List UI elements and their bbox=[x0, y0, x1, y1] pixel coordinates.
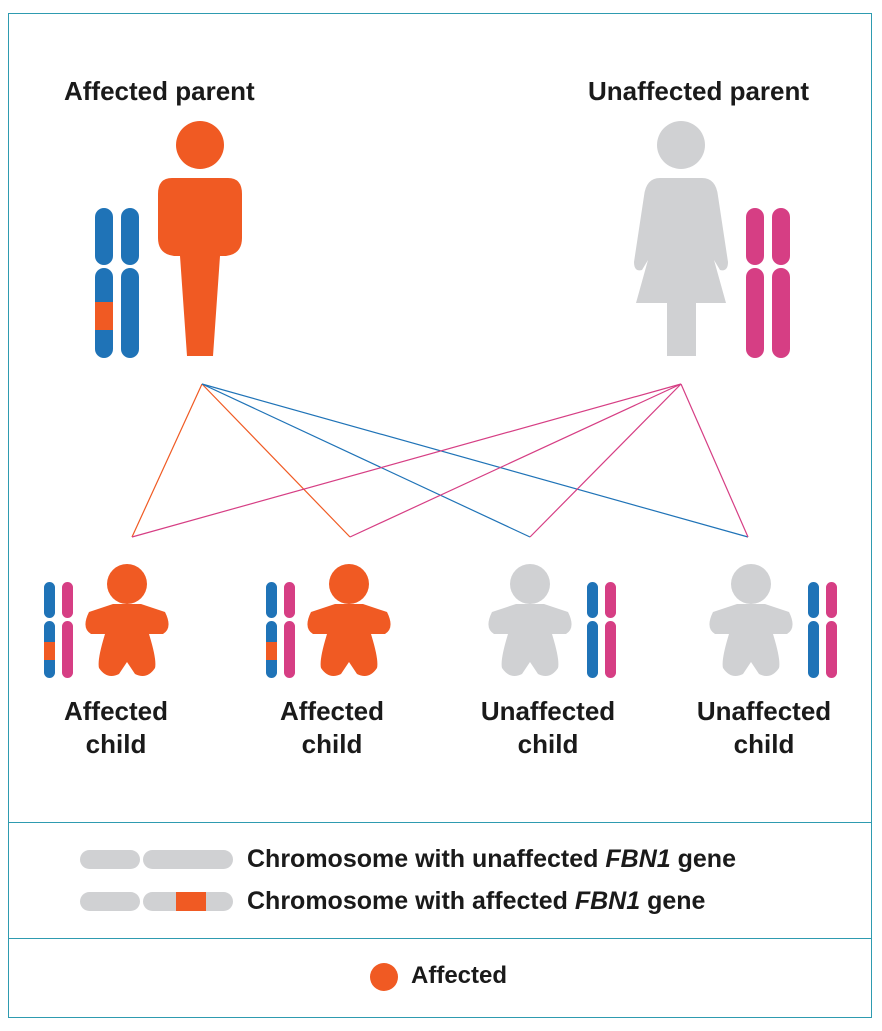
legend-unaffected-suffix: gene bbox=[670, 845, 736, 873]
affected-gene-marker bbox=[44, 642, 55, 660]
legend-divider-bottom bbox=[8, 938, 872, 939]
legend-affected-gene: FBN1 bbox=[574, 887, 641, 915]
affected-gene-marker bbox=[176, 892, 206, 911]
line-mother-child4 bbox=[680, 383, 749, 538]
child1-label-line2: child bbox=[85, 729, 147, 759]
legend-affected-suffix: gene bbox=[640, 887, 706, 915]
unaffected-parent-title: Unaffected parent bbox=[588, 76, 810, 106]
legend-unaffected-text: Chromosome with unaffected FBN1 gene bbox=[247, 845, 736, 874]
child-icon bbox=[488, 564, 572, 676]
affected-marker-icon bbox=[370, 963, 398, 991]
legend-divider-top bbox=[8, 822, 872, 823]
legend-affected-text: Chromosome with affected FBN1 gene bbox=[247, 887, 705, 916]
man-icon bbox=[158, 121, 242, 356]
child1-label-line1: Affected bbox=[63, 696, 168, 726]
line-affected-allele-child1 bbox=[131, 383, 203, 538]
legend-unaffected-chromosome bbox=[80, 850, 233, 869]
child-icon bbox=[709, 564, 793, 676]
child2-figure bbox=[266, 564, 391, 678]
child4-label-line2: child bbox=[733, 729, 795, 759]
affected-marker-label: Affected bbox=[411, 962, 508, 989]
child3-label: Unaffected child bbox=[453, 695, 643, 761]
child3-chromosome-pair bbox=[587, 582, 616, 678]
child2-chromosome-pair bbox=[266, 582, 295, 678]
child1-figure bbox=[44, 564, 169, 678]
child4-label-line1: Unaffected bbox=[696, 696, 832, 726]
line-mother-child1 bbox=[131, 383, 682, 538]
line-mother-child3 bbox=[529, 383, 682, 538]
line-normal-allele-child4 bbox=[201, 383, 749, 538]
affected-parent-title: Affected parent bbox=[64, 76, 255, 106]
child1-chromosome-pair bbox=[44, 582, 73, 678]
affected-gene-marker bbox=[266, 642, 277, 660]
legend-affected-prefix: Chromosome with affected bbox=[247, 887, 575, 915]
child2-label-line1: Affected bbox=[279, 696, 384, 726]
child2-label: Affected child bbox=[237, 695, 427, 761]
legend-unaffected-gene: FBN1 bbox=[605, 845, 671, 873]
woman-icon bbox=[634, 121, 728, 356]
child3-label-line2: child bbox=[517, 729, 579, 759]
child-icon bbox=[85, 564, 169, 676]
line-affected-allele-child2 bbox=[201, 383, 351, 538]
inheritance-lines bbox=[131, 383, 749, 538]
child4-figure bbox=[709, 564, 837, 678]
child3-figure bbox=[488, 564, 616, 678]
line-normal-allele-child3 bbox=[201, 383, 531, 538]
legend-affected-chromosome bbox=[80, 892, 233, 911]
unaffected-parent-figure bbox=[634, 121, 790, 358]
child2-label-line2: child bbox=[301, 729, 363, 759]
affected-parent-figure bbox=[95, 121, 242, 358]
child4-label: Unaffected child bbox=[669, 695, 859, 761]
parent1-chromosome-pair bbox=[95, 208, 139, 358]
affected-gene-marker bbox=[95, 302, 113, 330]
parent2-chromosome-pair bbox=[746, 208, 790, 358]
child1-label: Affected child bbox=[21, 695, 211, 761]
diagram-frame bbox=[8, 13, 872, 1018]
child3-label-line1: Unaffected bbox=[480, 696, 616, 726]
legend-unaffected-prefix: Chromosome with unaffected bbox=[247, 845, 606, 873]
line-mother-child2 bbox=[349, 383, 682, 538]
child4-chromosome-pair bbox=[808, 582, 837, 678]
child-icon bbox=[307, 564, 391, 676]
